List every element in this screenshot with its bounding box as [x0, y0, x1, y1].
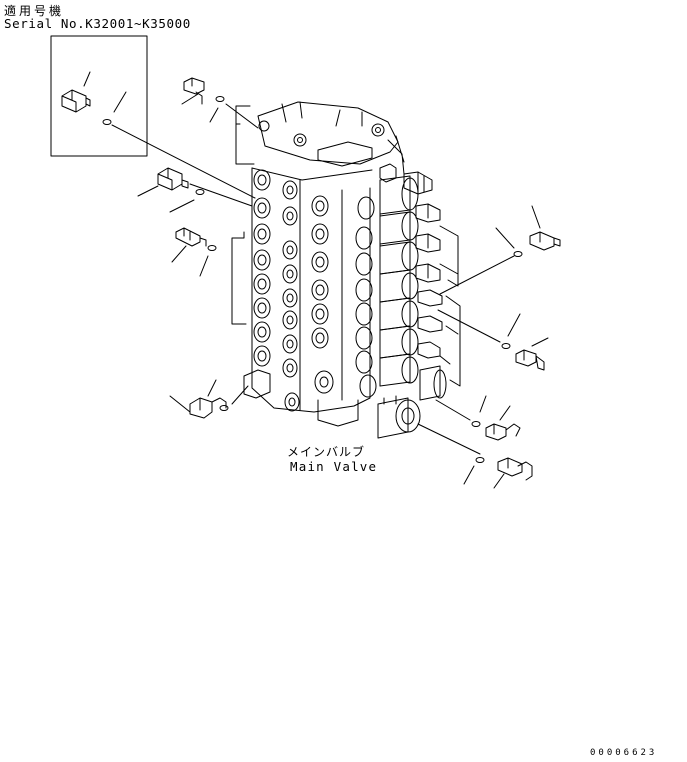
callout-brackets-right	[439, 225, 461, 387]
main-valve-label-jp: メインバルブ	[287, 445, 366, 459]
exploded-fittings	[137, 77, 561, 489]
serial-range-label: Serial No.K32001~K35000	[4, 16, 191, 31]
main-valve-label-en: Main Valve	[290, 459, 378, 474]
figure-number: 00006623	[590, 748, 658, 758]
spool-caps	[377, 175, 447, 439]
detail-inset-box	[50, 35, 256, 199]
spool-fittings	[379, 163, 443, 359]
valve-port-rows	[253, 169, 377, 412]
applicable-models-label: 適用号機	[4, 4, 65, 18]
main-valve-body	[231, 101, 405, 427]
